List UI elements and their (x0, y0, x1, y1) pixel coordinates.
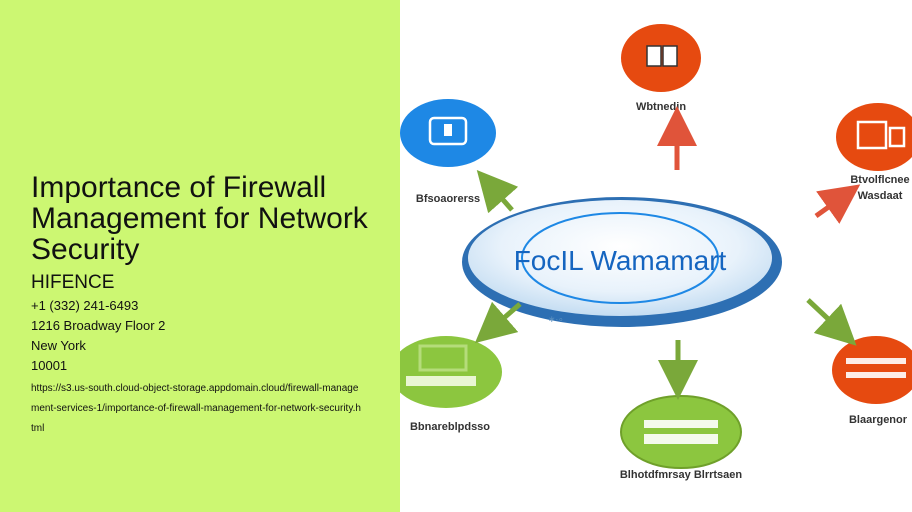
bottom-node-label: Blhotdfmrsay Blrrtsaen (620, 469, 743, 481)
bottom-node: Blhotdfmrsay Blrrtsaen (620, 395, 743, 481)
phone-number: +1 (332) 241-6493 (31, 298, 139, 313)
address-zip: 10001 (31, 358, 68, 373)
monitor-icon (856, 120, 906, 150)
address-city: New York (31, 338, 86, 353)
right-top-node: Btvolflcnee Wasdaat (836, 103, 912, 202)
address-street: 1216 Broadway Floor 2 (31, 318, 166, 333)
right-top-label-1: Btvolflcnee (850, 174, 909, 186)
left-node-label: Bfsoaorerss (416, 193, 480, 205)
top-node-label: Wbtnedin (636, 101, 686, 113)
arrow-left-top (476, 169, 519, 214)
left-node: Bfsoaorerss (400, 99, 496, 205)
arrow-right-bottom (806, 298, 857, 346)
right-top-label-2: Wasdaat (858, 190, 903, 202)
svg-text:∗∙∘: ∗∙∘ (548, 314, 564, 324)
arrow-right-top (814, 184, 861, 224)
firewall-management-diagram: FocIL Wamamart ∗∙∘ Wbtnedin Bfsoaorerss (400, 24, 912, 481)
firewall-icon (406, 344, 476, 386)
source-url: https://s3.us-south.cloud-object-storage… (31, 383, 361, 434)
page-title: Importance of Firewall Management for Ne… (31, 171, 368, 266)
center-label: FocIL Wamamart (514, 245, 727, 276)
arrow-left-bottom (474, 301, 522, 344)
right-bottom-node: Blaargenor (832, 336, 912, 426)
company-name: HIFENCE (31, 272, 115, 293)
document-icon (646, 45, 678, 67)
laptop-icon (428, 116, 468, 146)
center-node: FocIL Wamamart ∗∙∘ (462, 197, 782, 327)
bottom-left-label: Bbnareblpdsso (410, 421, 490, 433)
bottom-left-node: Bbnareblpdsso (400, 336, 502, 433)
top-node: Wbtnedin (621, 24, 701, 113)
diagram-image: FocIL Wamamart ∗∙∘ Wbtnedin Bfsoaorerss (400, 0, 912, 512)
right-bottom-label: Blaargenor (849, 414, 908, 426)
left-panel: Importance of Firewall Management for Ne… (0, 0, 400, 512)
